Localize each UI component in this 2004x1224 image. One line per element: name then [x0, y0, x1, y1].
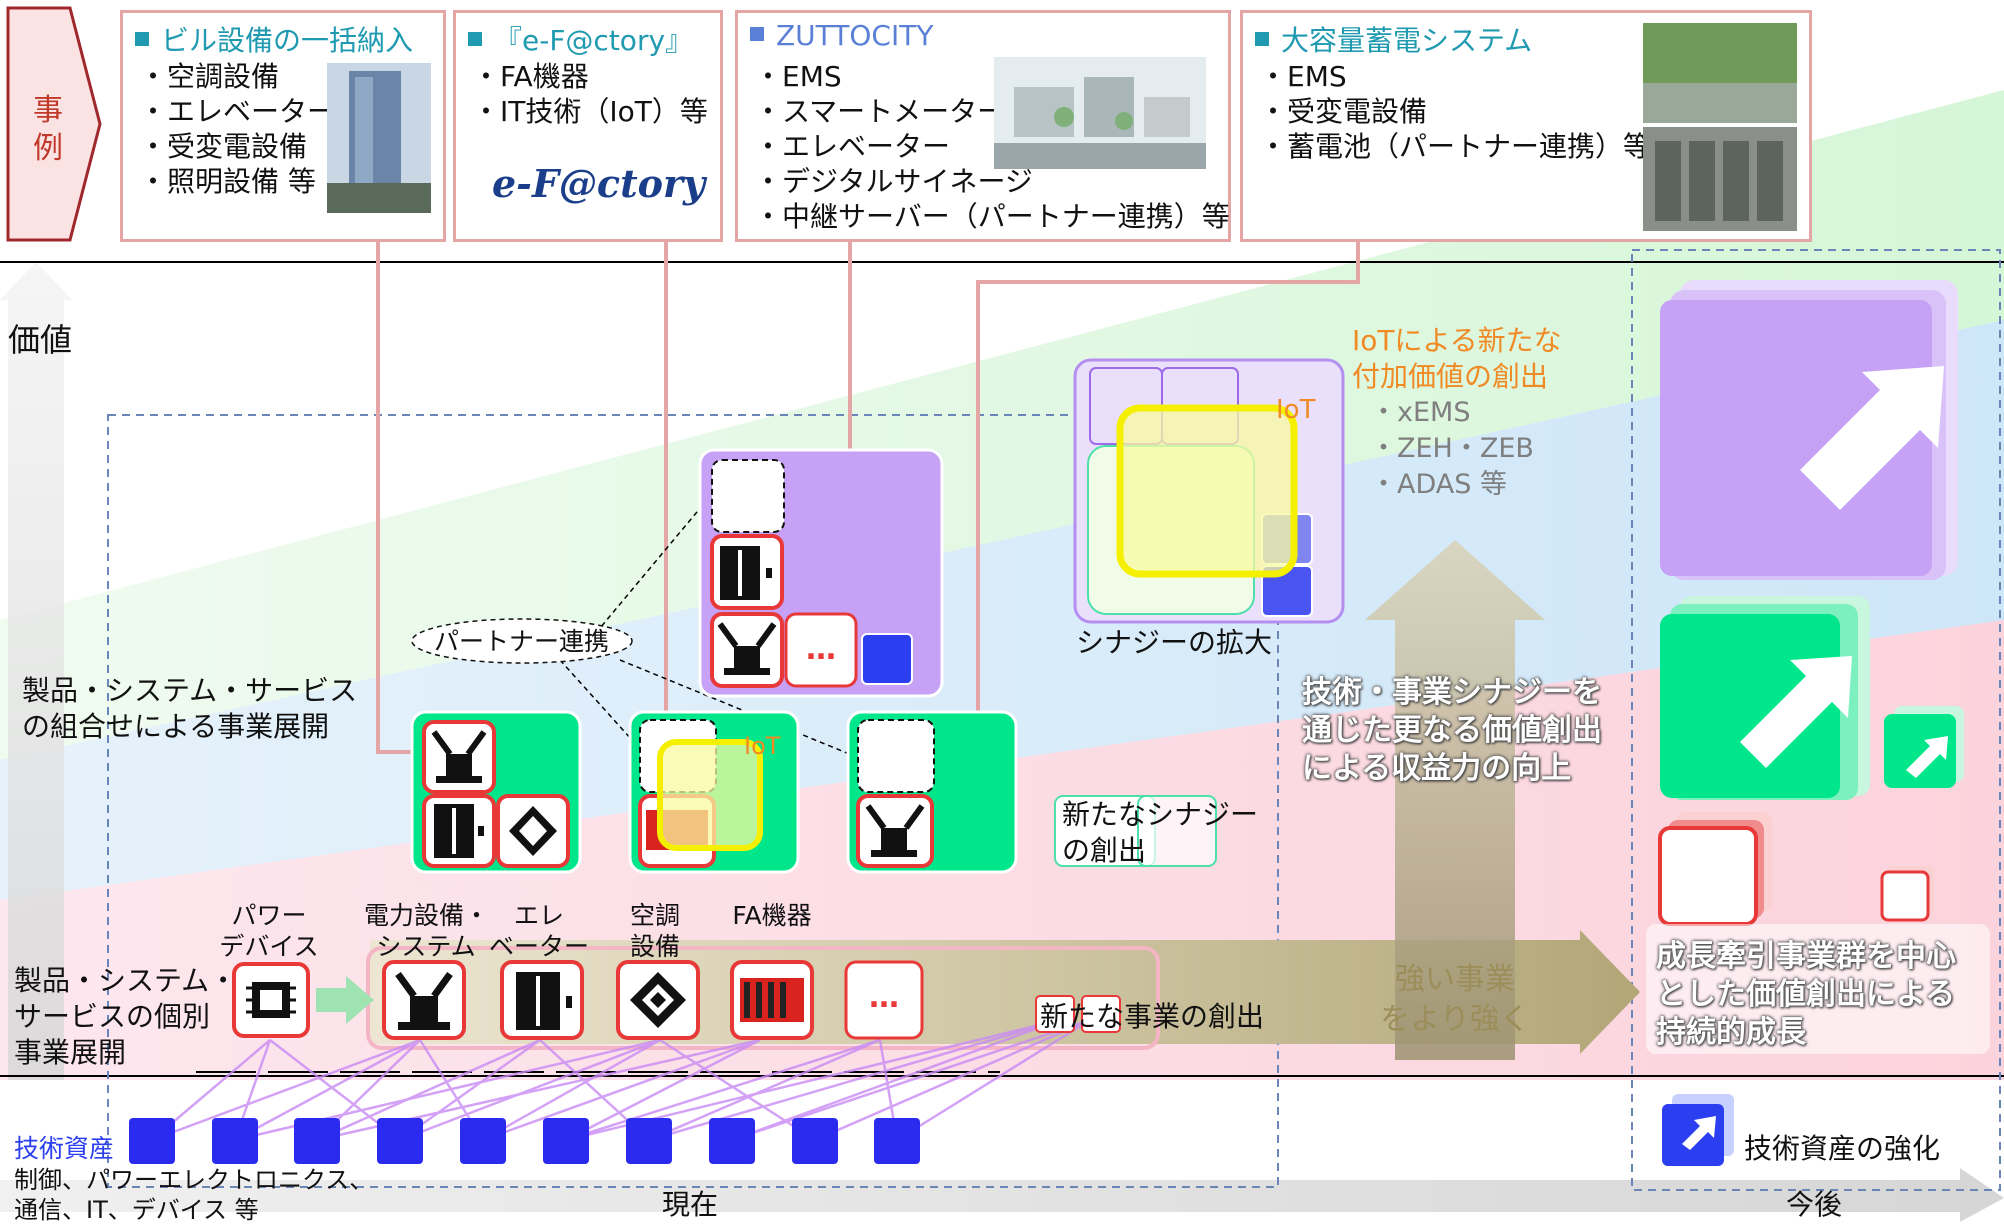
case-building-title: ビル設備の一括納入 — [135, 19, 413, 59]
case-building-item: ・エレベーター — [139, 95, 336, 128]
synergy-iot-frame — [1116, 404, 1298, 578]
future-red-stack — [1658, 812, 1772, 926]
connector-storage — [976, 240, 1360, 716]
product-label-power-system: 電力設備・システム — [364, 901, 490, 961]
growth-msg-3: 持続的成長 — [1656, 1015, 1806, 1050]
case-zuttocity: ZUTTOCITY ・EMS ・スマートメーター ・エレベーター ・デジタルサイ… — [735, 10, 1231, 242]
iot-item-3: ・ADAS 等 — [1370, 469, 1507, 500]
case-zuttocity-item: ・スマートメーター — [754, 95, 1006, 128]
growth-msg-2: とした価値創出による — [1656, 977, 1956, 1012]
time-axis-now: 現在 — [662, 1188, 719, 1221]
bullet-square-icon — [1255, 32, 1269, 46]
case-efactory: 『e-F@ctory』 ・FA機器 ・IT技術（IoT）等 e-F@ctory — [453, 10, 723, 242]
side-tab-label-2: 例 — [33, 131, 63, 166]
case-efactory-item: ・IT技術（IoT）等 — [472, 95, 708, 128]
case-side-tab — [6, 6, 102, 242]
case-building-item: ・照明設備 等 — [139, 165, 316, 198]
small-green-arrow — [316, 976, 374, 1024]
new-synergy-label-1: 新たなシナジー — [1062, 798, 1259, 831]
synergy-msg-2: 通じた更なる価値創出 — [1302, 713, 1602, 748]
zutto-ellipsis-label: … — [806, 632, 836, 667]
efactory-logo: e-F@ctory — [492, 161, 706, 206]
iot-value-line1: IoTによる新たな — [1352, 324, 1562, 357]
future-red-small — [1880, 866, 1934, 922]
case-efactory-title: 『e-F@ctory』 — [468, 19, 693, 59]
iot-item-1: ・xEMS — [1370, 397, 1471, 428]
case-zuttocity-title: ZUTTOCITY — [750, 19, 933, 52]
side-tab-label-1: 事 — [33, 93, 63, 128]
single-label-2: サービスの個別 — [14, 1000, 211, 1033]
future-green-small — [1884, 706, 1964, 788]
case-zuttocity-item: ・デジタルサイネージ — [754, 165, 1033, 198]
tech-strengthen-label: 技術資産の強化 — [1744, 1132, 1941, 1165]
new-business-label: 新たな事業の創出 — [1040, 1000, 1265, 1033]
combo-box-3 — [846, 710, 1018, 874]
storage-photo-icon — [1643, 23, 1797, 231]
connector-building — [376, 240, 418, 754]
iot-label-synergy: IoT — [1276, 395, 1316, 425]
bullet-square-icon — [750, 27, 764, 41]
partner-line-1 — [589, 493, 713, 641]
case-storage-item: ・受変電設備 — [1259, 95, 1428, 128]
case-building-item: ・空調設備 — [139, 60, 280, 93]
combo-box-1 — [410, 710, 582, 874]
single-label-1: 製品・システム・ — [14, 964, 238, 997]
case-building-item: ・受変電設備 — [139, 130, 308, 163]
zuttocity-blue-cell — [861, 633, 913, 685]
synergy-up-arrow — [1365, 540, 1545, 1060]
single-label-3: 事業展開 — [14, 1036, 127, 1069]
case-storage-item: ・EMS — [1259, 60, 1347, 93]
tech-asset-squares — [129, 1118, 920, 1164]
current-frame — [107, 414, 1279, 1188]
synergy-msg-1: 技術・事業シナジーを — [1302, 675, 1602, 710]
case-zuttocity-item: ・エレベーター — [754, 130, 951, 163]
growth-box — [1646, 924, 1990, 1054]
iot-item-2: ・ZEH・ZEB — [1370, 433, 1534, 464]
new-synergy-label-2: の創出 — [1062, 834, 1147, 867]
product-label-power-device: パワーデバイス — [219, 901, 319, 961]
strong-business-line2: をより強く — [1380, 1002, 1530, 1037]
future-tech-square — [1662, 1094, 1734, 1166]
case-storage-title: 大容量蓄電システム — [1255, 19, 1532, 59]
synergy-msg-3: による収益力の向上 — [1302, 751, 1572, 786]
case-storage: 大容量蓄電システム ・EMS ・受変電設備 ・蓄電池（パートナー連携）等 — [1240, 10, 1812, 242]
case-building: ビル設備の一括納入 ・空調設備 ・エレベーター ・受変電設備 ・照明設備 等 — [120, 10, 446, 242]
partner-line-2 — [619, 659, 865, 761]
value-axis-label: 価値 — [8, 321, 73, 359]
strong-business-line1: 強い事業 — [1395, 962, 1515, 997]
combo-label-2: の組合せによる事業展開 — [22, 710, 330, 743]
value-axis-arrow — [0, 262, 72, 1080]
product-label-elevator: エレベーター — [488, 901, 589, 961]
product-label-aircon: 空調設備 — [629, 901, 680, 961]
case-zuttocity-item: ・中継サーバー（パートナー連携）等 — [754, 200, 1230, 233]
case-efactory-item: ・FA機器 — [472, 60, 589, 93]
iot-value-line2: 付加価値の創出 — [1352, 360, 1549, 393]
synergy-expand-label: シナジーの拡大 — [1076, 626, 1273, 659]
tech-assets-line1: 制御、パワーエレクトロニクス、 — [14, 1166, 374, 1194]
bullet-square-icon — [135, 32, 149, 46]
new-synergy-box-b — [1137, 795, 1217, 867]
tech-assets-title: 技術資産 — [14, 1134, 115, 1163]
building-photo-icon — [327, 63, 431, 213]
case-zuttocity-item: ・EMS — [754, 60, 842, 93]
time-axis-future: 今後 — [1786, 1188, 1843, 1221]
tech-assets-line2: 通信、IT、デバイス 等 — [14, 1196, 259, 1224]
future-green-stack — [1660, 596, 1870, 800]
iot-label-combo: IoT — [744, 732, 781, 760]
case-storage-item: ・蓄電池（パートナー連携）等 — [1259, 130, 1652, 163]
future-purple-stack — [1660, 280, 1958, 580]
future-frame — [1631, 249, 2001, 1191]
city-photo-icon — [994, 57, 1206, 169]
partner-label: パートナー連携 — [434, 627, 610, 656]
bullet-square-icon — [468, 32, 482, 46]
ellipsis-label: … — [869, 980, 899, 1015]
product-label-fa: FA機器 — [732, 901, 812, 930]
combo-label-1: 製品・システム・サービス — [22, 674, 358, 707]
time-axis-arrow — [0, 1168, 2004, 1222]
growth-msg-1: 成長牽引事業群を中心 — [1656, 939, 1956, 974]
